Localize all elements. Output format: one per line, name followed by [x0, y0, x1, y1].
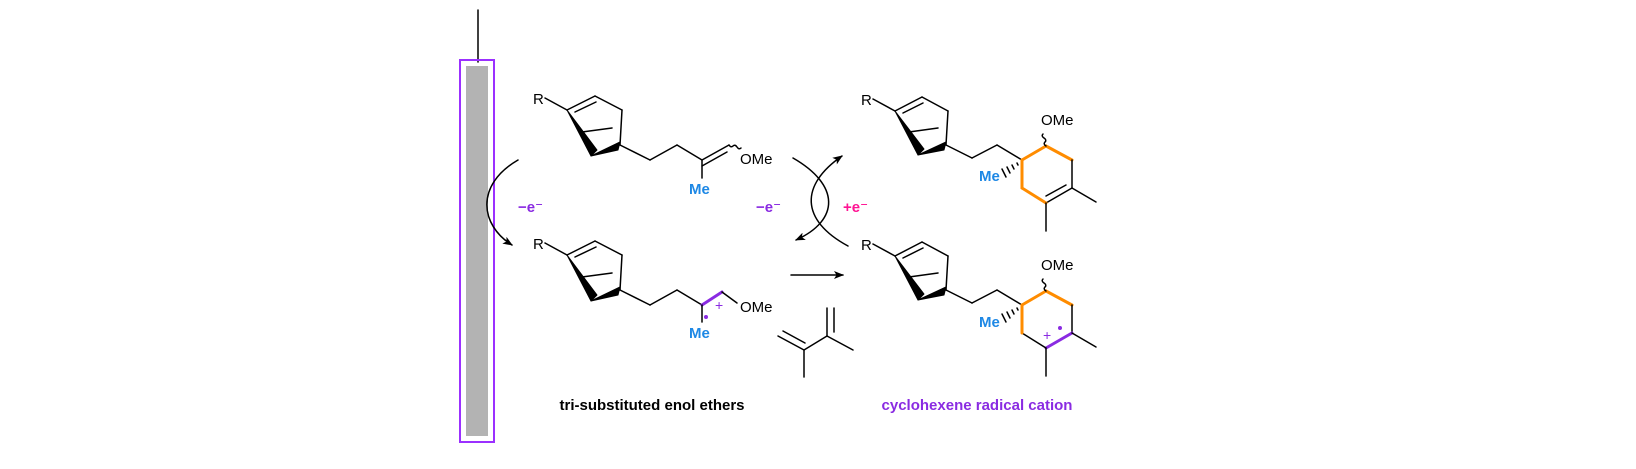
product-new-bond-1	[1020, 144, 1048, 162]
radical-cation-wavy-bond	[1041, 278, 1047, 292]
intermediate-ome: OMe	[740, 299, 773, 316]
product-new-bond-3	[1020, 186, 1048, 205]
reduction-label: +e⁻	[843, 199, 868, 216]
radical-cation-r-group: R	[861, 237, 872, 254]
electrode-frame	[459, 59, 495, 443]
radical-cation-ome: OMe	[1041, 257, 1074, 274]
oxidation-label-right: −e⁻	[756, 199, 781, 216]
oxidation-label-left: −e⁻	[518, 199, 543, 216]
radical-cation-new-bond-1	[1020, 289, 1048, 307]
intermediate-r-group: R	[533, 236, 544, 253]
substrate-ome: OMe	[740, 151, 773, 168]
radical-cation-methyl: Me	[979, 314, 1000, 331]
radical-cation-hashed-bond	[1001, 307, 1019, 323]
diene-molecule	[777, 307, 854, 378]
product-new-bond-2	[1044, 144, 1074, 162]
cyclohexene-radical-cation: R OMe + Me	[861, 237, 1097, 377]
substrate-molecule: R OMe Me	[533, 91, 773, 198]
substrate-wavy-bond	[728, 144, 742, 150]
radical-cation-radical-dot	[1058, 326, 1062, 330]
intermediate-radical-bond	[700, 290, 724, 307]
electrode	[459, 9, 495, 443]
product-caption: cyclohexene radical cation	[882, 397, 1073, 414]
product-wavy-bond	[1041, 133, 1047, 147]
reduction-arrow	[810, 155, 849, 247]
intermediate-plus: +	[715, 297, 723, 313]
intermediate-radical-dot	[704, 315, 708, 319]
intermediate-methyl: Me	[689, 325, 710, 342]
oxidation-arrow-left	[486, 159, 519, 246]
substrate-caption: tri-substituted enol ethers	[559, 397, 744, 414]
radical-cation-plus: +	[1043, 327, 1051, 343]
radical-cation-new-bond-2	[1044, 289, 1074, 307]
oxidation-arrow-right	[792, 157, 830, 241]
product-ome: OMe	[1041, 112, 1074, 129]
substrate-r-group: R	[533, 91, 544, 108]
product-hashed-bond	[1001, 162, 1019, 178]
substrate-methyl: Me	[689, 181, 710, 198]
electrode-plate	[464, 64, 490, 438]
radical-cation-radical-bond	[1044, 331, 1074, 350]
intermediate-radical-cation: R + OMe Me	[533, 236, 773, 342]
product-cyclohexene: R OMe Me	[861, 92, 1097, 232]
product-r-group: R	[861, 92, 872, 109]
product-methyl: Me	[979, 168, 1000, 185]
